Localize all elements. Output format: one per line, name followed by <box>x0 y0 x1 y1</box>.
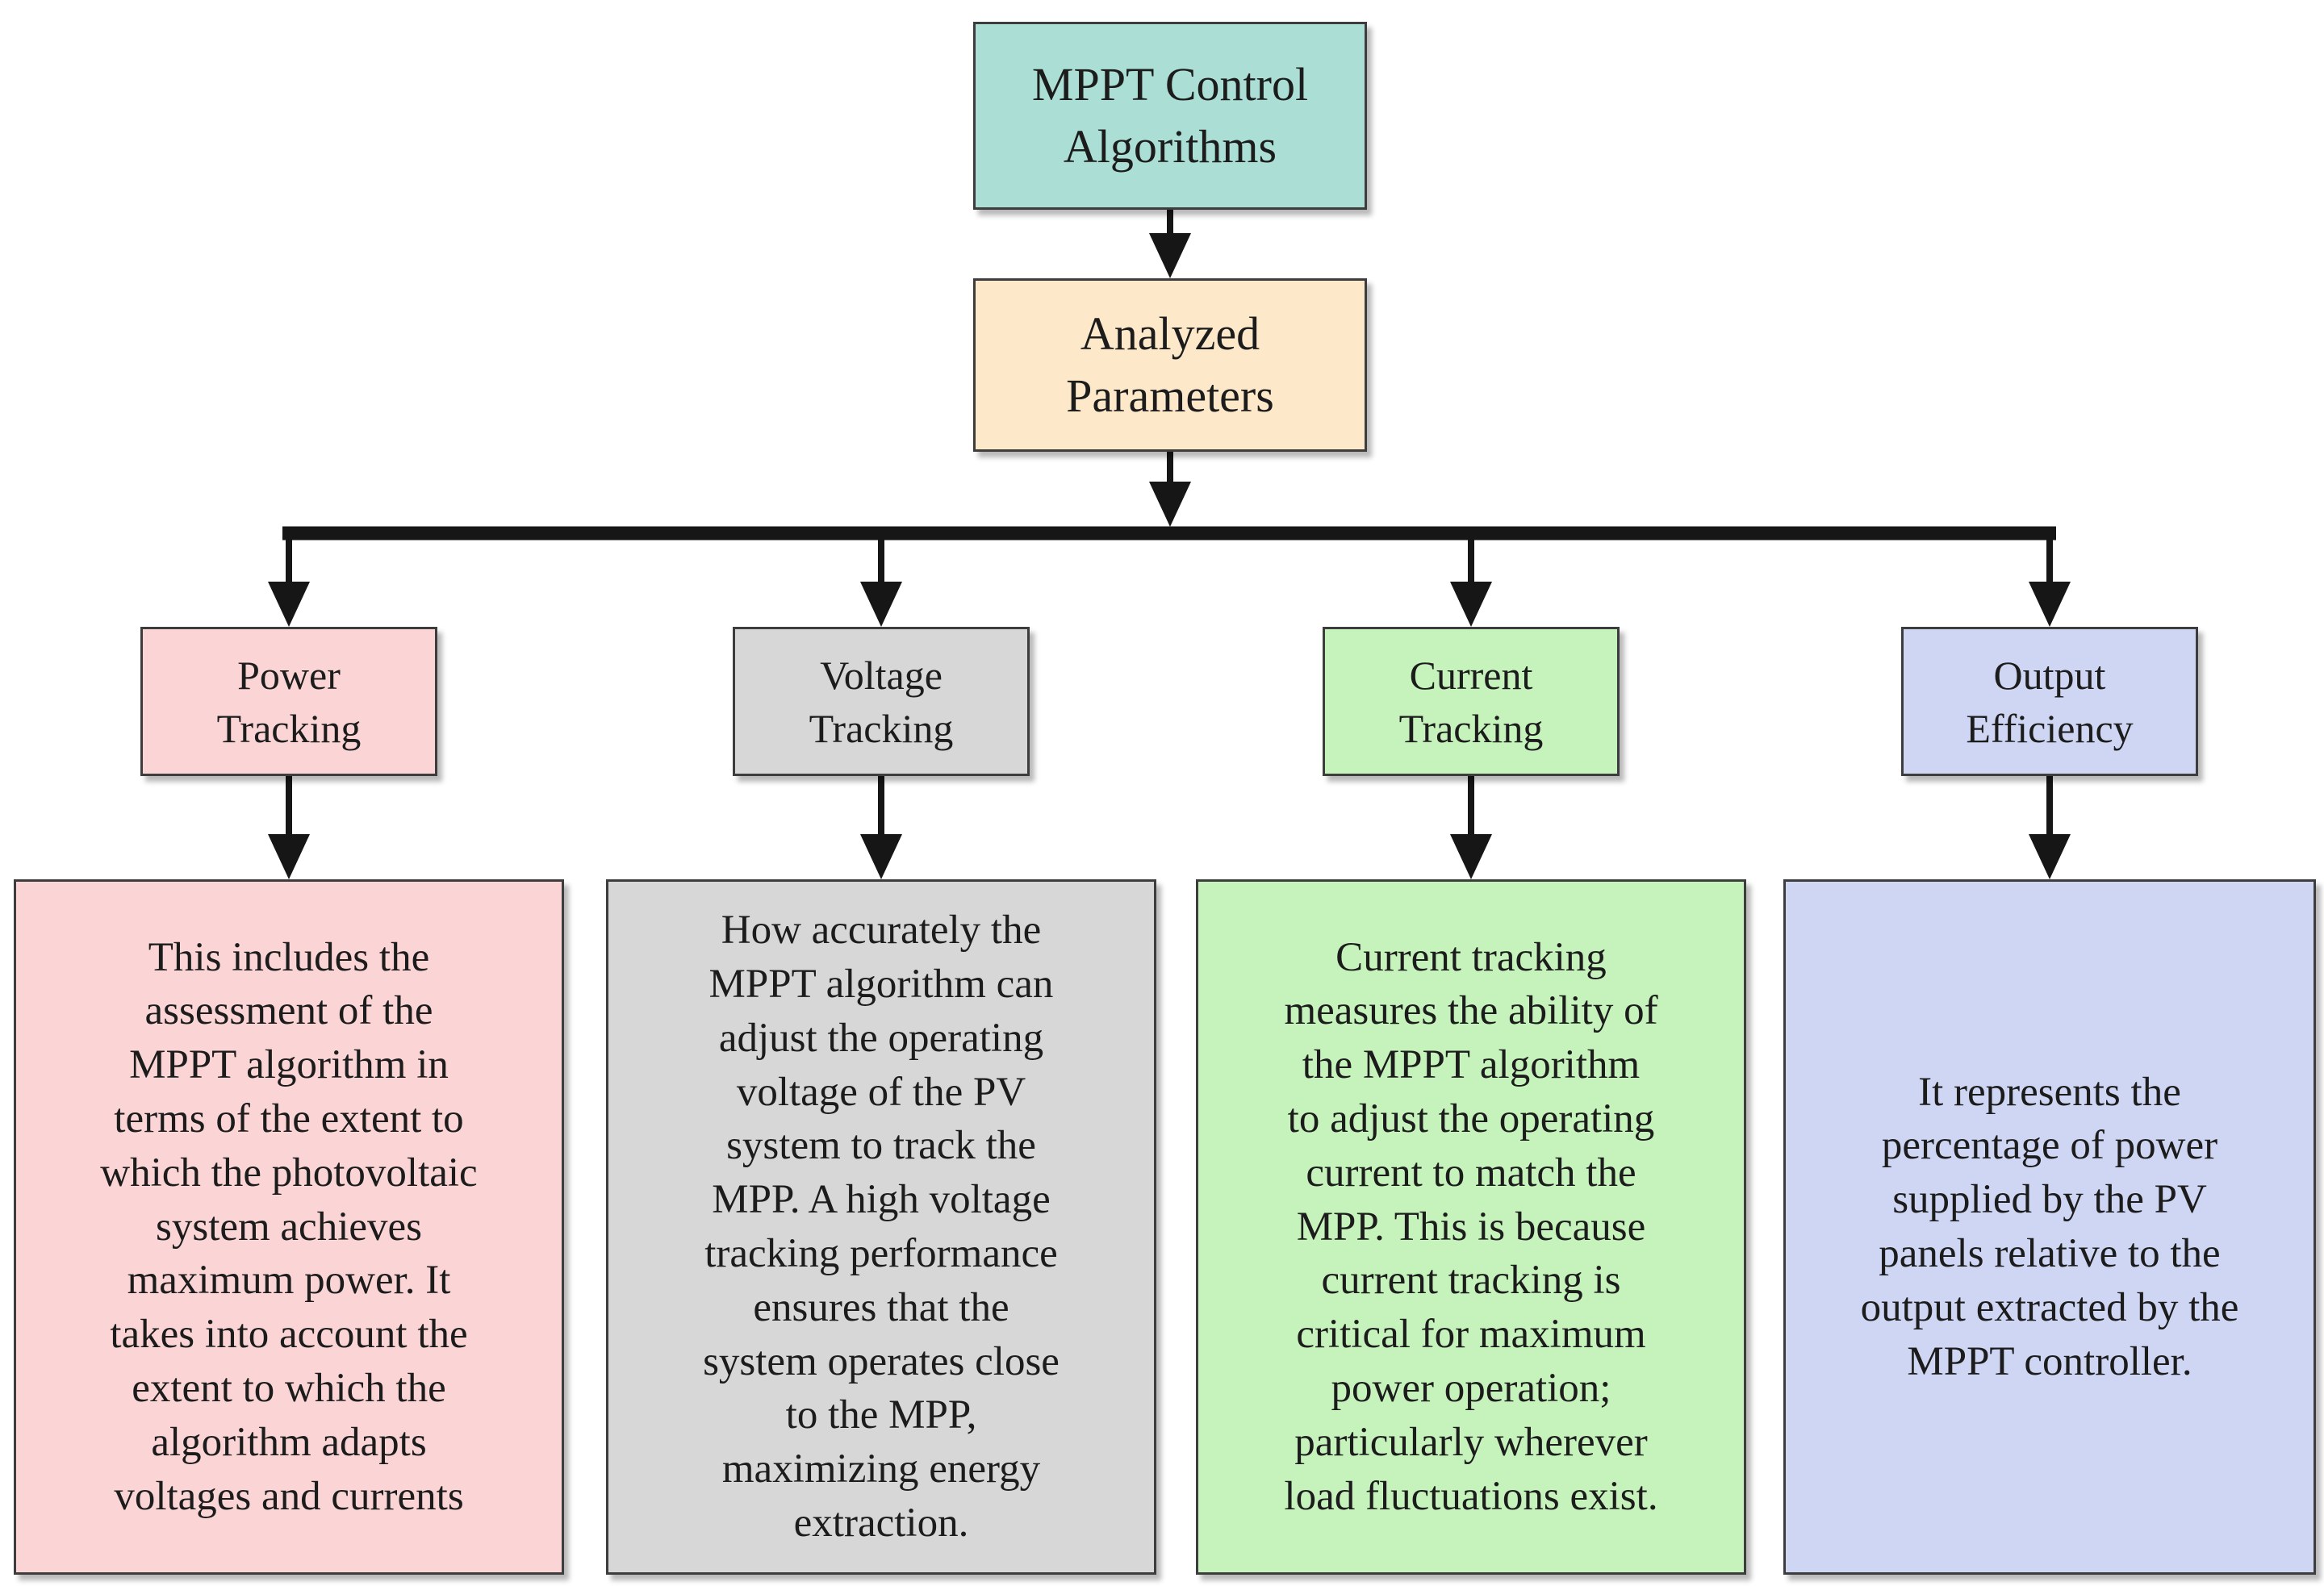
node-output-efficiency: Output Efficiency <box>1901 627 2198 776</box>
node-mppt-control-algorithms: MPPT Control Algorithms <box>973 22 1367 210</box>
arrowhead-current-to-desc <box>1450 834 1492 879</box>
arrowhead-bar-to-output <box>2029 582 2071 627</box>
arrowhead-voltage-to-desc <box>860 834 902 879</box>
desc-output-efficiency: It represents the percentage of power su… <box>1783 879 2316 1575</box>
arrowhead-output-to-desc <box>2029 834 2071 879</box>
node-current-tracking: Current Tracking <box>1323 627 1620 776</box>
arrowhead-params-to-bar <box>1149 482 1191 527</box>
node-analyzed-parameters-label: Analyzed Parameters <box>1066 307 1274 422</box>
arrowhead-bar-to-current <box>1450 582 1492 627</box>
node-voltage-tracking: Voltage Tracking <box>733 627 1030 776</box>
desc-output-efficiency-text: It represents the percentage of power su… <box>1860 1069 2239 1384</box>
desc-power-tracking: This includes the assessment of the MPPT… <box>14 879 564 1575</box>
node-analyzed-parameters: Analyzed Parameters <box>973 278 1367 452</box>
desc-voltage-tracking-text: How accurately the MPPT algorithm can ad… <box>703 908 1060 1546</box>
arrowhead-bar-to-voltage <box>860 582 902 627</box>
arrowhead-power-to-desc <box>268 834 310 879</box>
desc-voltage-tracking: How accurately the MPPT algorithm can ad… <box>606 879 1156 1575</box>
desc-current-tracking: Current tracking measures the ability of… <box>1196 879 1746 1575</box>
node-power-tracking-label: Power Tracking <box>216 652 362 751</box>
node-mppt-control-algorithms-label: MPPT Control Algorithms <box>1031 57 1309 173</box>
node-output-efficiency-label: Output Efficiency <box>1966 652 2134 751</box>
desc-current-tracking-text: Current tracking measures the ability of… <box>1284 934 1658 1519</box>
arrowhead-root-to-params <box>1149 233 1191 278</box>
node-current-tracking-label: Current Tracking <box>1398 652 1544 751</box>
arrowhead-bar-to-power <box>268 582 310 627</box>
desc-power-tracking-text: This includes the assessment of the MPPT… <box>100 934 478 1519</box>
node-voltage-tracking-label: Voltage Tracking <box>809 652 954 751</box>
node-power-tracking: Power Tracking <box>140 627 437 776</box>
